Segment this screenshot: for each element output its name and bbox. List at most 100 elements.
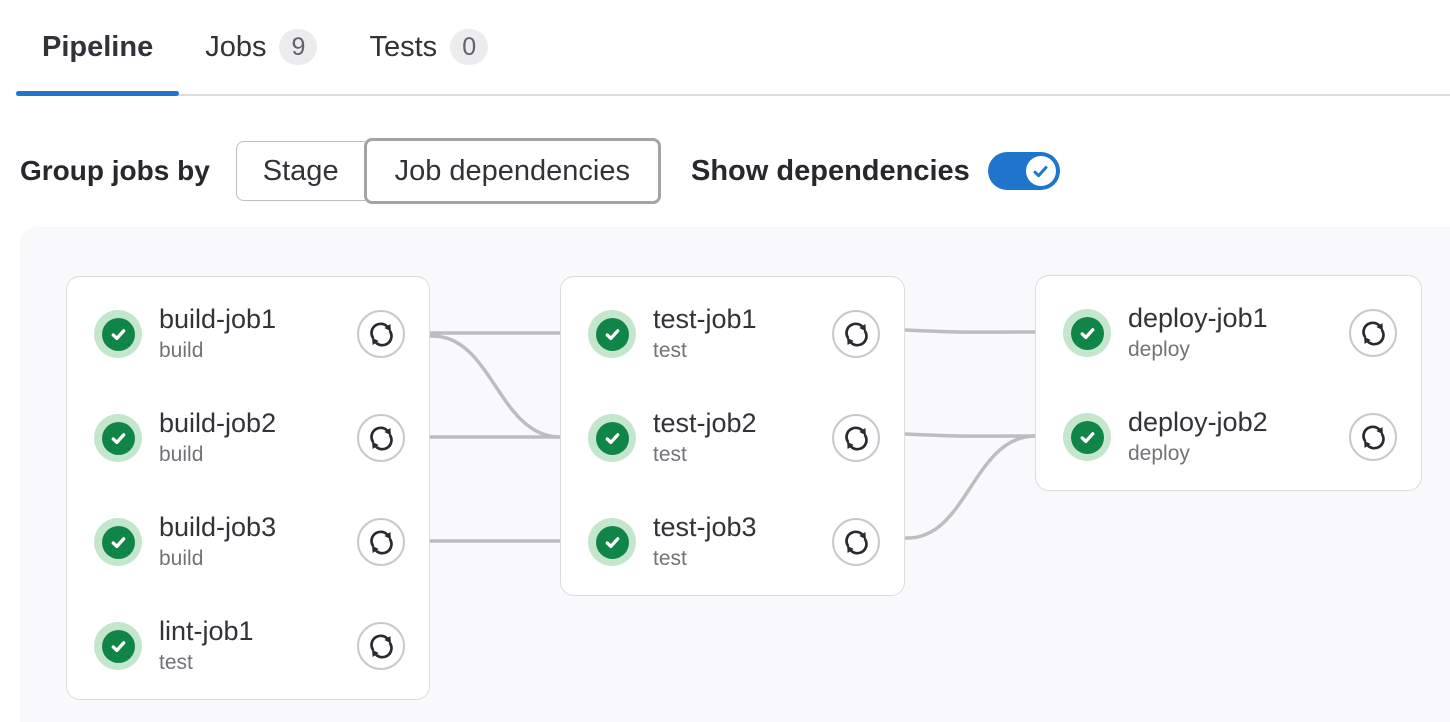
show-dependencies-toggle[interactable] [987, 152, 1060, 190]
job-stage-label: build [159, 443, 204, 467]
retry-icon [1361, 320, 1385, 346]
status-success-icon [94, 518, 142, 566]
retry-job-button[interactable] [357, 518, 405, 566]
job-text: test-job1 test [653, 304, 832, 363]
check-icon [1080, 327, 1094, 339]
status-success-inner-circle [595, 421, 629, 455]
retry-job-button[interactable] [357, 622, 405, 670]
status-success-icon [588, 414, 636, 462]
job-stage-label: deploy [1128, 338, 1190, 362]
status-success-inner-circle [1070, 316, 1104, 350]
tab-tests[interactable]: Tests 0 [343, 0, 514, 94]
retry-job-button[interactable] [1349, 309, 1397, 357]
retry-icon [844, 425, 868, 451]
check-icon [111, 640, 125, 652]
dependency-line [904, 328, 1036, 334]
retry-icon [844, 321, 868, 347]
check-icon [1033, 165, 1048, 177]
tab-label: Jobs [205, 30, 267, 63]
status-success-icon [588, 518, 636, 566]
job-text: test-job3 test [653, 512, 832, 571]
retry-job-button[interactable] [832, 414, 880, 462]
retry-icon [369, 529, 393, 555]
check-icon [111, 328, 125, 340]
job-name-link[interactable]: test-job2 [653, 408, 757, 439]
retry-icon [1361, 424, 1385, 450]
show-dependencies-label: Show dependencies [691, 154, 970, 187]
tab-jobs[interactable]: Jobs 9 [179, 0, 343, 94]
status-success-icon [1063, 413, 1111, 461]
job-name-link[interactable]: build-job1 [159, 304, 277, 335]
tab-label: Tests [369, 30, 438, 63]
job-text: lint-job1 test [159, 616, 357, 675]
toggle-knob [1025, 156, 1056, 186]
job-name-link[interactable]: deploy-job1 [1128, 303, 1268, 334]
job-row: test-job1 test [588, 286, 880, 382]
job-text: build-job1 build [159, 304, 357, 363]
check-icon [111, 432, 125, 444]
job-row: lint-job1 test [94, 598, 405, 694]
job-row: deploy-job1 deploy [1063, 285, 1397, 381]
status-success-icon [94, 622, 142, 670]
tab-pipeline[interactable]: Pipeline [16, 0, 180, 96]
job-name-link[interactable]: lint-job1 [159, 616, 254, 647]
job-text: build-job3 build [159, 512, 357, 571]
job-name-link[interactable]: build-job2 [159, 408, 277, 439]
job-stage-label: build [159, 339, 204, 363]
group-jobs-by-label: Group jobs by [20, 155, 210, 186]
retry-job-button[interactable] [357, 310, 405, 358]
check-icon [605, 432, 619, 444]
check-icon [1080, 431, 1094, 443]
group-by-stage-button[interactable]: Stage [235, 141, 365, 201]
job-stage-label: test [159, 651, 193, 675]
job-text: test-job2 test [653, 408, 832, 467]
job-name-link[interactable]: build-job3 [159, 512, 277, 543]
status-success-icon [94, 414, 142, 462]
retry-icon [369, 321, 393, 347]
job-group-card: deploy-job1 deploy deploy-job2 deploy [1035, 275, 1422, 491]
job-text: deploy-job2 deploy [1128, 407, 1349, 466]
status-success-inner-circle [101, 629, 135, 663]
status-success-inner-circle [101, 317, 135, 351]
job-row: test-job2 test [588, 390, 880, 486]
status-success-inner-circle [101, 525, 135, 559]
retry-job-button[interactable] [832, 518, 880, 566]
job-text: build-job2 build [159, 408, 357, 467]
check-icon [111, 536, 125, 548]
retry-icon [369, 633, 393, 659]
job-group-card: test-job1 test test-job2 test test-job3 test [560, 276, 905, 596]
check-icon [605, 328, 619, 340]
retry-icon [844, 529, 868, 555]
dependency-line [904, 432, 1036, 438]
retry-job-button[interactable] [357, 414, 405, 462]
tab-label: Pipeline [42, 30, 154, 63]
job-stage-label: build [159, 547, 204, 571]
job-stage-label: test [653, 339, 687, 363]
pipeline-tabs-bar: Pipeline Jobs 9 Tests 0 [16, 0, 1450, 96]
group-by-job-dependencies-button[interactable]: Job dependencies [363, 138, 661, 204]
job-name-link[interactable]: test-job1 [653, 304, 757, 335]
status-success-inner-circle [595, 525, 629, 559]
retry-icon [369, 425, 393, 451]
retry-job-button[interactable] [1349, 413, 1397, 461]
job-row: test-job3 test [588, 494, 880, 590]
status-success-icon [588, 310, 636, 358]
dependency-line [429, 334, 561, 439]
dependency-line [904, 434, 1036, 540]
job-row: build-job1 build [94, 286, 405, 382]
job-name-link[interactable]: deploy-job2 [1128, 407, 1268, 438]
job-stage-label: test [653, 443, 687, 467]
status-success-icon [1063, 309, 1111, 357]
tab-count-badge: 9 [279, 29, 318, 65]
job-row: build-job3 build [94, 494, 405, 590]
status-success-inner-circle [595, 317, 629, 351]
tab-count-badge: 0 [450, 29, 489, 65]
job-stage-label: deploy [1128, 442, 1190, 466]
job-stage-label: test [653, 547, 687, 571]
retry-job-button[interactable] [832, 310, 880, 358]
job-name-link[interactable]: test-job3 [653, 512, 757, 543]
